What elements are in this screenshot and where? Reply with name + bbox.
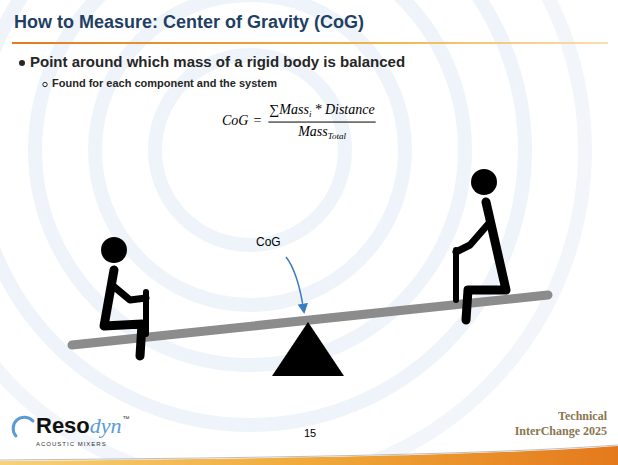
- formula-symbol: =: [253, 113, 261, 129]
- logo-text: Reso: [36, 413, 90, 438]
- person-arm: [112, 285, 146, 300]
- person-body: [466, 202, 506, 320]
- bullet-dot: [19, 60, 25, 66]
- logo-swirl: [13, 417, 33, 436]
- watermark-ring: [95, 0, 405, 305]
- formula-text: ∑Mass: [269, 102, 309, 118]
- formula-text: * Distance: [314, 102, 374, 118]
- event-mark: Technical: [558, 410, 607, 424]
- sub-bullet-text: Found for each component and the system: [52, 77, 277, 90]
- person-arm: [456, 222, 490, 252]
- watermark-ring: [0, 0, 525, 425]
- seesaw-handle: [453, 250, 459, 300]
- page-number: 15: [304, 427, 316, 440]
- fraction-bar: [268, 122, 375, 123]
- formula-text: CoG: [222, 113, 248, 129]
- footer-line: [0, 445, 618, 460]
- person-head: [101, 237, 127, 263]
- footer-swoosh: [0, 446, 618, 465]
- seesaw-illustration: [72, 169, 548, 376]
- leader-line: [286, 257, 304, 312]
- bullet-text: Point around which mass of a rigid body …: [30, 53, 405, 70]
- trademark-mark: ™: [123, 415, 130, 423]
- callout-label: CoG: [256, 236, 281, 250]
- title-rule: [12, 42, 608, 44]
- watermark-ring: [0, 0, 585, 465]
- formula-text: Mass: [298, 124, 328, 140]
- fulcrum-triangle: [272, 322, 344, 376]
- slide-title: How to Measure: Center of Gravity (CoG): [14, 12, 364, 33]
- sub-bullet-ring: [43, 82, 47, 86]
- watermark-rings: [0, 0, 585, 465]
- formula-subscript: Total: [328, 131, 346, 141]
- logo-text: dyn: [90, 413, 122, 438]
- event-mark: InterChange 2025: [515, 425, 607, 439]
- logo-tagline: ACOUSTIC MIXERS: [36, 441, 107, 448]
- person-head: [471, 169, 497, 195]
- formula-subscript: i: [309, 109, 312, 119]
